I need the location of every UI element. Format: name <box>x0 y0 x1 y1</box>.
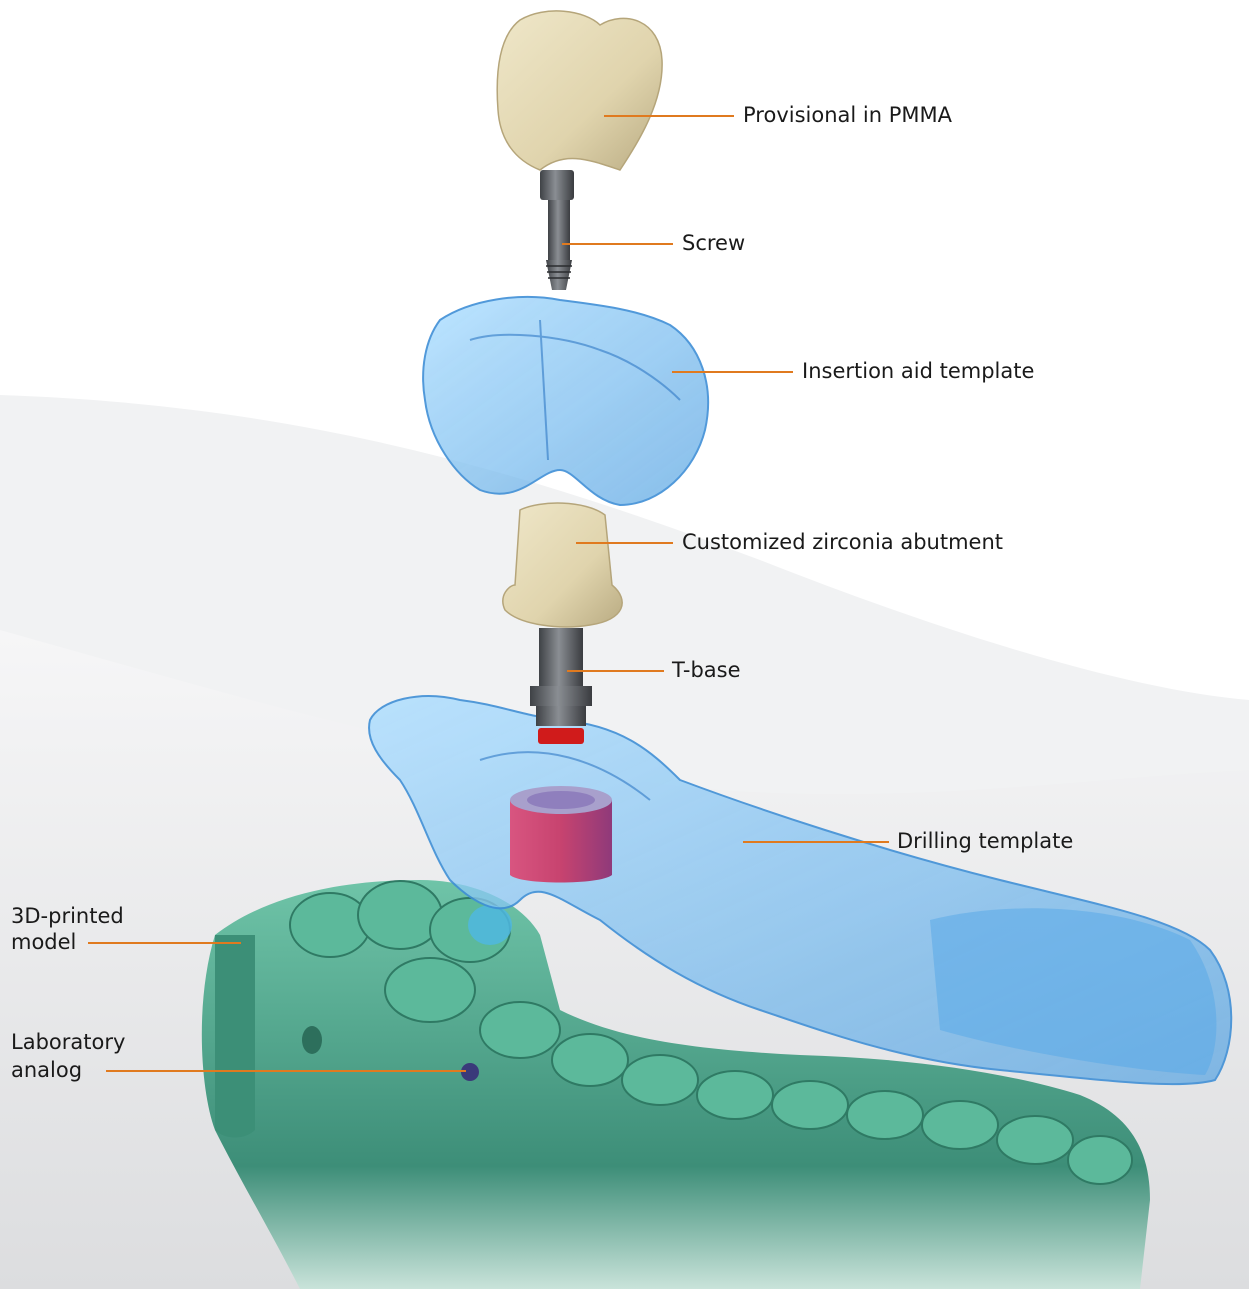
label-screw: Screw <box>682 230 745 257</box>
label-analog-line1: Laboratory <box>11 1029 125 1056</box>
drill-sleeve-illustration <box>510 786 612 883</box>
label-insertion-aid-template: Insertion aid template <box>802 358 1034 385</box>
label-model-line2: model <box>11 929 76 956</box>
label-t-base: T-base <box>672 657 741 684</box>
label-drilling-template: Drilling template <box>897 828 1073 855</box>
label-provisional: Provisional in PMMA <box>743 102 952 129</box>
abutment-illustration <box>503 503 622 627</box>
label-analog-line2: analog <box>11 1057 82 1084</box>
label-abutment: Customized zirconia abutment <box>682 529 1003 556</box>
label-model-line1: 3D-printed <box>11 903 124 930</box>
